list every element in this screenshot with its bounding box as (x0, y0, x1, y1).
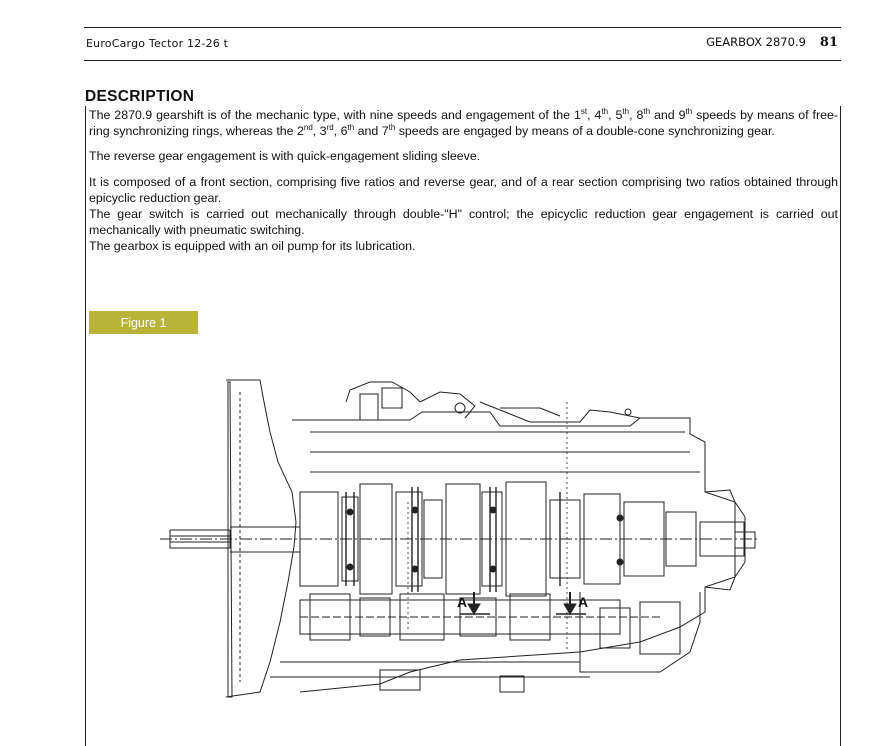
paragraph-control: The gear switch is carried out mechanica… (89, 207, 838, 237)
content-frame (85, 106, 841, 746)
paragraph-speeds: The 2870.9 gearshift is of the mechanic … (89, 106, 839, 138)
section-marker-left: A (457, 594, 468, 610)
header-section: GEARBOX 2870.9 81 (706, 35, 838, 50)
paragraph-reverse: The reverse gear engagement is with quic… (89, 149, 481, 163)
manual-title: EuroCargo Tector 12-26 t (86, 37, 229, 50)
paragraph-oil-pump: The gearbox is equipped with an oil pump… (89, 239, 416, 253)
figure-label: Figure 1 (89, 311, 198, 334)
header-bottom-rule (84, 60, 841, 61)
section-title: GEARBOX 2870.9 (706, 35, 806, 49)
section-marker-right: A (578, 594, 589, 610)
section-heading: DESCRIPTION (85, 88, 195, 105)
gearbox-section-drawing (160, 379, 760, 698)
paragraph-sections: It is composed of a front section, compr… (89, 175, 838, 205)
header-top-rule (84, 27, 841, 28)
page-number: 81 (819, 35, 838, 50)
